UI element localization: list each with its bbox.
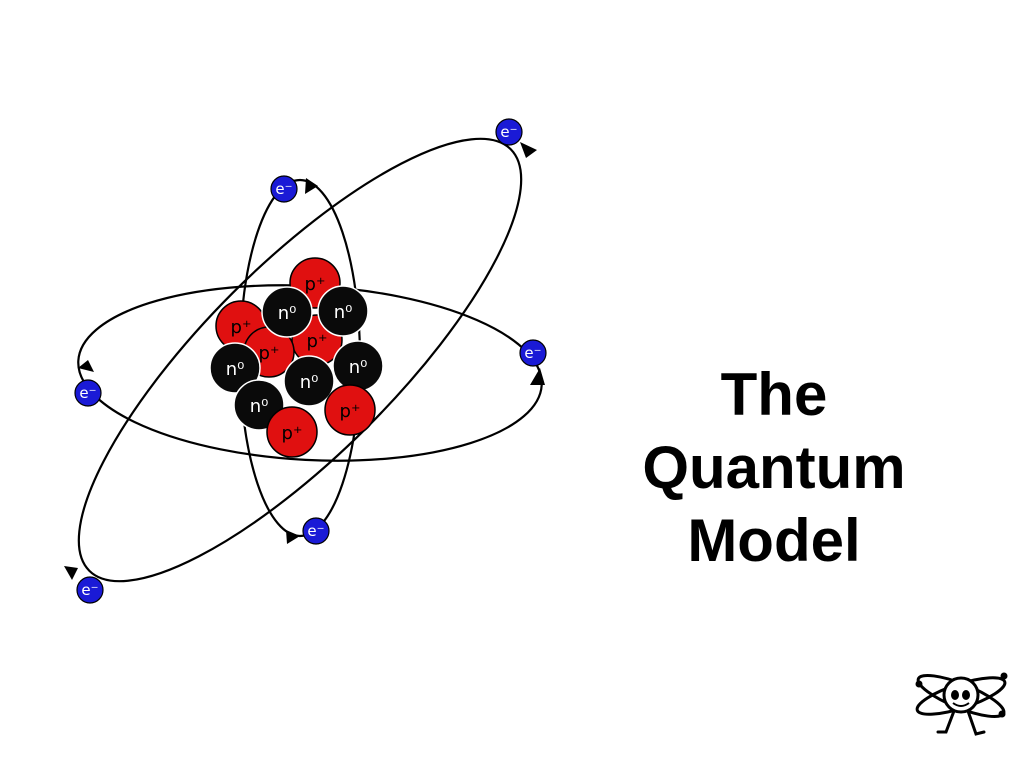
neutron: n⁰ [209,342,261,394]
neutron: n⁰ [317,285,369,337]
nucleus: p⁺ p⁺ p⁺ p⁺ n⁰ n⁰ [209,257,384,458]
atom-mascot-icon [915,672,1008,736]
svg-text:p⁺: p⁺ [307,331,328,352]
neutron: n⁰ [283,355,335,407]
electron: e⁻ [302,517,330,545]
svg-text:p⁺: p⁺ [340,401,361,422]
electron: e⁻ [519,339,547,367]
atom-diagram: p⁺ p⁺ p⁺ p⁺ n⁰ n⁰ [64,118,547,604]
title-line: The [720,361,828,428]
svg-text:n⁰: n⁰ [349,357,368,378]
svg-text:n⁰: n⁰ [334,302,353,323]
neutron: n⁰ [332,340,384,392]
electron: e⁻ [76,576,104,604]
svg-text:n⁰: n⁰ [300,372,319,393]
svg-text:p⁺: p⁺ [282,423,303,444]
svg-text:e⁻: e⁻ [275,180,292,198]
arrow-right [530,368,545,385]
electron: e⁻ [495,118,523,146]
electron: e⁻ [74,379,102,407]
svg-text:n⁰: n⁰ [278,303,297,324]
orbit-arrows [64,142,545,580]
svg-text:n⁰: n⁰ [250,396,269,417]
svg-text:n⁰: n⁰ [226,359,245,380]
proton: p⁺ [324,384,376,436]
svg-text:p⁺: p⁺ [305,274,326,295]
arrow-left [78,360,94,372]
svg-text:e⁻: e⁻ [81,581,98,599]
electrons: e⁻ e⁻ e⁻ e⁻ e⁻ e⁻ [74,118,547,604]
proton: p⁺ [266,406,318,458]
arrow-bottom-left [64,566,78,580]
electron: e⁻ [270,175,298,203]
svg-text:e⁻: e⁻ [307,522,324,540]
arrow-bottom-center [286,530,300,544]
neutron: n⁰ [261,286,313,338]
svg-text:p⁺: p⁺ [259,343,280,364]
title-line: Quantum [642,434,906,501]
title-line: Model [687,507,861,574]
svg-text:e⁻: e⁻ [500,123,517,141]
arrow-top-right [520,142,537,158]
svg-text:e⁻: e⁻ [524,344,541,362]
svg-text:e⁻: e⁻ [79,384,96,402]
slide-title: The Quantum Model [604,358,944,577]
svg-text:p⁺: p⁺ [231,317,252,338]
arrow-top-center [305,178,318,194]
